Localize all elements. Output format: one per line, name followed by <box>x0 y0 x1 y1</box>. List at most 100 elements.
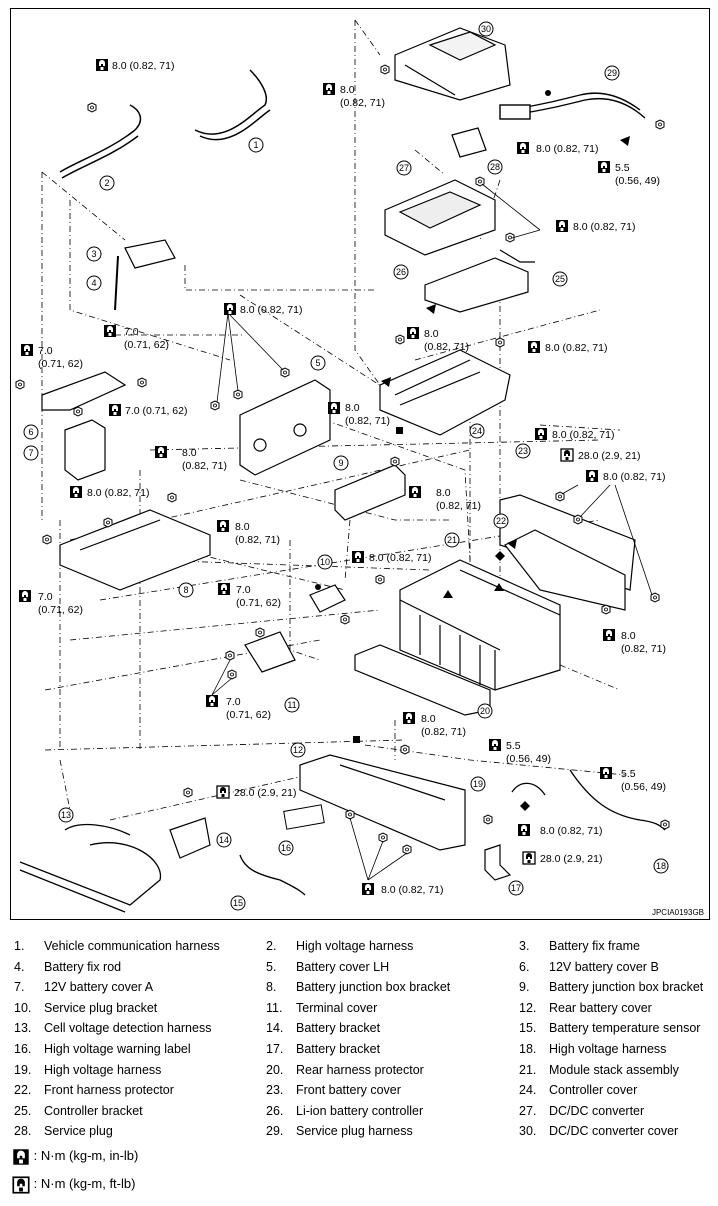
legend-label: Battery fix rod <box>44 959 122 974</box>
svg-text:(0.71, 62): (0.71, 62) <box>38 604 83 616</box>
callout-9: 9 <box>333 455 349 471</box>
svg-text:10: 10 <box>320 557 330 567</box>
legend-label: Cell voltage detection harness <box>44 1021 212 1036</box>
callout-19: 19 <box>470 776 486 792</box>
svg-text:25: 25 <box>555 274 565 284</box>
legend-label: Service plug harness <box>296 1124 413 1139</box>
svg-text:5: 5 <box>315 358 320 368</box>
legend-number: 23. <box>266 1083 284 1098</box>
part-battery-bracket-14 <box>169 817 211 859</box>
svg-text:(0.82, 71): (0.82, 71) <box>340 97 385 109</box>
legend-label: High voltage harness <box>296 939 414 953</box>
legend-label: 12V battery cover A <box>44 980 154 995</box>
part-battery-cover-lh <box>239 379 331 476</box>
callout-26: 26 <box>393 264 409 280</box>
part-high-voltage-warning-label <box>283 804 325 830</box>
legend-number: 10. <box>14 1000 32 1015</box>
part-battery-fix-rod <box>114 255 119 311</box>
callout-23: 23 <box>515 443 531 459</box>
svg-text:7.0: 7.0 <box>236 584 251 596</box>
legend-label: High voltage harness <box>44 1062 162 1077</box>
legend-label: Front battery cover <box>296 1083 401 1098</box>
callout-5: 5 <box>310 355 326 371</box>
legend-number: 25. <box>14 1103 32 1118</box>
svg-text:8.0: 8.0 <box>436 487 451 499</box>
svg-text:3: 3 <box>91 249 96 259</box>
callout-20: 20 <box>477 703 493 719</box>
legend-label: High voltage warning label <box>44 1042 191 1056</box>
svg-text:9: 9 <box>338 458 343 468</box>
legend-number: 5. <box>266 959 277 974</box>
callout-21: 21 <box>444 532 460 548</box>
part-vehicle-communication-harness <box>194 69 271 141</box>
legend-number: 9. <box>519 980 530 995</box>
legend-number: 15. <box>519 1021 537 1036</box>
legend-label: Rear harness protector <box>296 1062 424 1077</box>
svg-text:8.0: 8.0 <box>421 713 436 725</box>
callout-14: 14 <box>216 832 232 848</box>
part-battery-temperature-sensor <box>239 854 306 896</box>
svg-text:7.0: 7.0 <box>124 326 139 338</box>
part-front-harness-protector <box>504 529 626 611</box>
svg-text:(0.71, 62): (0.71, 62) <box>124 339 169 351</box>
part-rear-battery-cover <box>299 754 466 851</box>
svg-text:5.5: 5.5 <box>615 162 630 174</box>
svg-text:7.0: 7.0 <box>226 696 241 708</box>
legend-label: Li-ion battery controller <box>296 1103 424 1118</box>
svg-text:8.0: 8.0 <box>235 521 250 533</box>
svg-text:27: 27 <box>399 163 409 173</box>
legend-number: 13. <box>14 1021 32 1036</box>
legend-label: Service plug bracket <box>44 1000 158 1015</box>
svg-text:7.0: 7.0 <box>38 591 53 603</box>
legend-number: 1. <box>14 939 25 953</box>
legend-number: 16. <box>14 1042 32 1056</box>
callout-18: 18 <box>653 858 669 874</box>
callout-1: 1 <box>248 137 264 153</box>
legend-label: DC/DC converter cover <box>549 1124 679 1139</box>
part-cell-voltage-detection-harness <box>19 823 162 913</box>
callout-25: 25 <box>552 271 568 287</box>
svg-text:28.0 (2.9, 21): 28.0 (2.9, 21) <box>540 853 602 865</box>
svg-text:5.5: 5.5 <box>621 768 636 780</box>
part-module-stack-assembly <box>399 559 561 691</box>
part-service-plug-bracket <box>309 584 346 613</box>
svg-text:5.5: 5.5 <box>506 740 521 752</box>
svg-text:(0.82, 71): (0.82, 71) <box>621 643 666 655</box>
svg-text:6: 6 <box>28 427 33 437</box>
svg-text:13: 13 <box>61 810 71 820</box>
unit-row-ft-lb: : N·m (kg-m, ft-lb) <box>12 1172 135 1196</box>
legend-label: Battery bracket <box>296 1042 381 1056</box>
legend-number: 27. <box>519 1103 537 1118</box>
legend-label: Rear battery cover <box>549 1000 652 1015</box>
markers <box>315 90 630 811</box>
svg-text:19: 19 <box>473 779 483 789</box>
part-service-plug <box>451 127 487 158</box>
svg-text:30: 30 <box>481 24 491 34</box>
unit-in-lb-text: : N·m (kg-m, in-lb) <box>33 1148 139 1163</box>
part-high-voltage-harness-19 <box>511 782 546 796</box>
svg-text:8.0: 8.0 <box>345 402 360 414</box>
legend-number: 26. <box>266 1103 284 1118</box>
callout-8: 8 <box>178 582 194 598</box>
callout-24: 24 <box>469 423 485 439</box>
legend-label: Battery cover LH <box>296 959 390 974</box>
legend-label: Battery fix frame <box>549 939 640 953</box>
svg-text:8.0 (0.82, 71): 8.0 (0.82, 71) <box>381 884 443 896</box>
legend-label: Battery temperature sensor <box>549 1021 701 1036</box>
legend-number: 30. <box>519 1124 537 1139</box>
legend-label: High voltage harness <box>549 1042 667 1056</box>
callouts: 1 2 3 4 5 6 7 8 9 10 11 12 13 14 15 16 1… <box>23 21 669 911</box>
svg-text:7.0: 7.0 <box>38 345 53 357</box>
svg-text:(0.71, 62): (0.71, 62) <box>38 358 83 370</box>
svg-text:8.0 (0.82, 71): 8.0 (0.82, 71) <box>369 552 431 564</box>
svg-text:(0.82, 71): (0.82, 71) <box>421 726 466 738</box>
svg-text:4: 4 <box>91 278 96 288</box>
svg-text:8.0: 8.0 <box>621 630 636 642</box>
part-battery-junction-box-bracket-9 <box>334 464 406 521</box>
part-high-voltage-harness-18 <box>569 769 666 831</box>
legend-number: 24. <box>519 1083 537 1098</box>
part-li-ion-battery-controller <box>424 257 529 313</box>
unit-row-in-lb: : N·m (kg-m, in-lb) <box>12 1144 138 1168</box>
part-battery-fix-frame <box>124 239 176 269</box>
exploded-parts-diagram: 8.0 (0.82, 71) 8.0 (0.82, 71) 8.0 (0.82,… <box>15 19 670 913</box>
